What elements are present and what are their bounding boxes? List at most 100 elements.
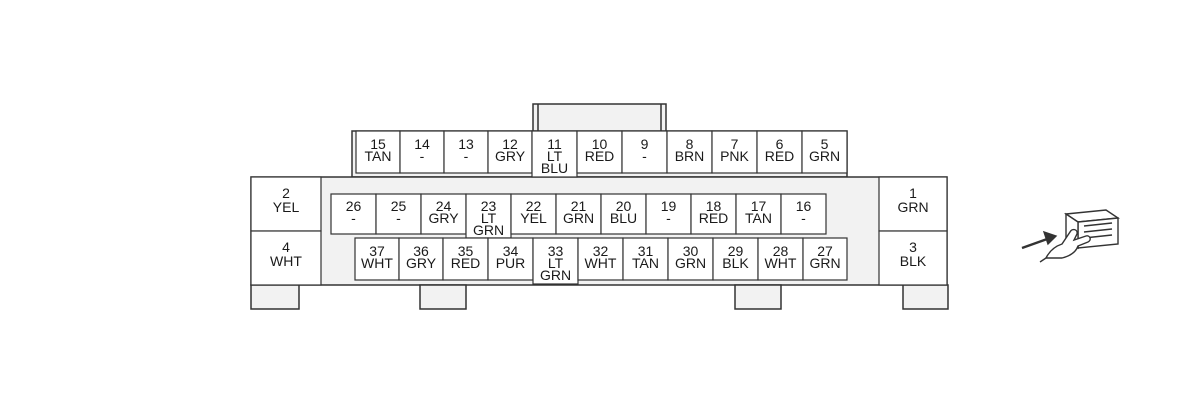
foot-left xyxy=(250,284,300,310)
pin-number: 10 xyxy=(591,136,608,152)
wire-color: GRY xyxy=(428,210,459,226)
wire-color: BLK xyxy=(722,255,749,271)
pin-number: 25 xyxy=(390,198,407,214)
wire-color: RED xyxy=(698,210,729,226)
wire-color: RED xyxy=(584,148,615,164)
pin-number: 4 xyxy=(282,239,290,255)
pin-9: 9- xyxy=(622,134,667,174)
wire-color: - xyxy=(351,210,356,226)
pin-number: 29 xyxy=(727,243,744,259)
foot-right xyxy=(902,284,949,310)
foot-left-center xyxy=(419,284,467,310)
wire-color: YEL xyxy=(520,210,547,226)
wire-color: WHT xyxy=(361,255,393,271)
wire-color: TAN xyxy=(364,148,392,164)
pin-number: 27 xyxy=(817,243,833,259)
pin-19: 19- xyxy=(646,196,691,236)
pin-number: 14 xyxy=(414,136,430,152)
wire-color: WHT xyxy=(270,253,302,269)
pin-number: 26 xyxy=(345,198,362,214)
pin-number: 36 xyxy=(413,243,429,259)
pin-number: 12 xyxy=(502,136,518,152)
hand-pointing-at-connector-icon xyxy=(1021,209,1121,263)
wire-color: - xyxy=(396,210,401,226)
wire-color: GRY xyxy=(494,148,526,164)
pin-number: 9 xyxy=(640,136,649,152)
wire-color: PNK xyxy=(720,148,749,164)
wire-color: BLU xyxy=(609,210,638,226)
pin-13: 13- xyxy=(444,134,488,174)
pin-number: 8 xyxy=(685,136,694,152)
pin-number: 20 xyxy=(615,198,632,214)
wire-color: - xyxy=(463,148,469,164)
wire-color: GRN xyxy=(674,255,707,271)
pin-number: 5 xyxy=(820,136,829,152)
wire-color: GRN xyxy=(809,255,841,271)
pin-number: 3 xyxy=(909,239,917,255)
pin-number: 24 xyxy=(435,198,452,214)
pin-number: 33 xyxy=(547,243,564,259)
pin-number: 17 xyxy=(750,198,767,214)
pin-number: 35 xyxy=(457,243,474,259)
pin-number: 19 xyxy=(660,198,677,214)
pin-number: 30 xyxy=(682,243,699,259)
pin-25: 25- xyxy=(376,196,421,236)
pin-number: 13 xyxy=(458,136,474,152)
pin-number: 28 xyxy=(772,243,789,259)
wire-color: BRN xyxy=(674,148,705,164)
pin-number: 22 xyxy=(525,198,542,214)
wire-color: - xyxy=(419,148,425,164)
pin-number: 37 xyxy=(369,243,385,259)
pin-number: 34 xyxy=(502,243,519,259)
wire-color: GRY xyxy=(405,255,437,271)
locking-tab xyxy=(532,103,667,133)
wire-color: - xyxy=(666,210,671,226)
wire-color: GRN xyxy=(897,199,929,215)
wire-color: PUR xyxy=(495,255,526,271)
pin-number: 31 xyxy=(637,243,654,259)
pin-number: 2 xyxy=(282,185,290,201)
pin-number: 23 xyxy=(480,198,497,214)
pin-number: 18 xyxy=(705,198,722,214)
pin-number: 6 xyxy=(775,136,784,152)
pin-number: 16 xyxy=(795,198,812,214)
wire-color: BLK xyxy=(899,253,927,269)
wire-color: GRN xyxy=(539,267,572,283)
foot-right-center xyxy=(734,284,782,310)
pin-number: 32 xyxy=(592,243,609,259)
wire-color: - xyxy=(642,148,647,164)
pin-number: 21 xyxy=(570,198,587,214)
pin-14: 14- xyxy=(400,134,444,174)
wire-color: GRN xyxy=(808,148,841,164)
wire-color: LT xyxy=(546,148,563,164)
pin-16: 16- xyxy=(781,196,826,236)
pin-number: 1 xyxy=(909,185,917,201)
wire-color: RED xyxy=(764,148,795,164)
wire-color: - xyxy=(801,210,806,226)
wire-color: YEL xyxy=(272,199,300,215)
wire-color: GRN xyxy=(562,210,595,226)
